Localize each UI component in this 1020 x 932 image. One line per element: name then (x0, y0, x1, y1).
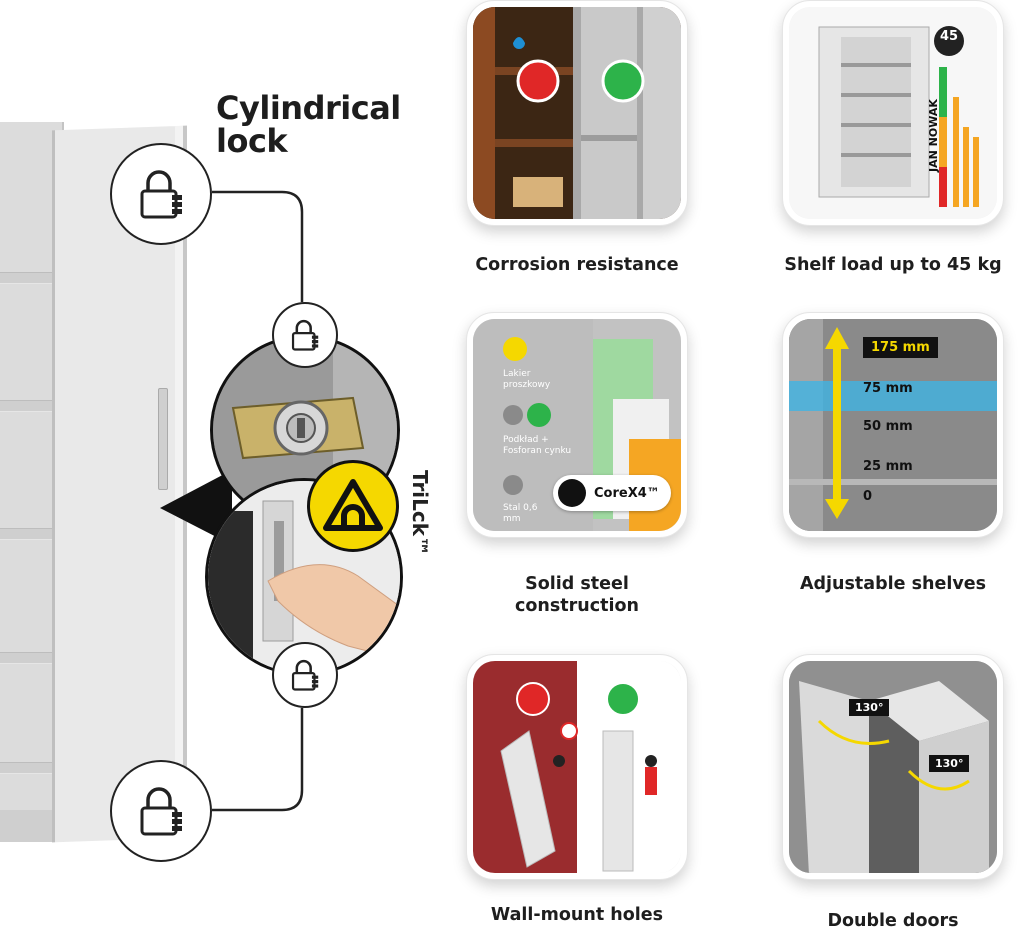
layer-steel-label: Stal 0,6 mm (503, 503, 538, 524)
feature-caption: Wall-mount holes (490, 905, 664, 925)
brand-vertical: JAN NOWAK (927, 99, 940, 172)
padlock-icon (272, 642, 338, 708)
shelf-height-top-label: 175 mm (863, 337, 938, 358)
load-badge-value: 45 (939, 29, 959, 44)
shelf-mark: 50 mm (863, 419, 913, 434)
shelf-load-tile: 45 JAN NOWAK (782, 0, 1004, 226)
shelf-mark: 25 mm (863, 459, 913, 474)
corrosion-resistance-tile (466, 0, 688, 226)
feature-caption: Double doors (827, 911, 959, 931)
double-doors-tile: 130° 130° (782, 654, 1004, 880)
shelf-mark: 0 (863, 489, 873, 504)
feature-caption: Shelf load up to 45 kg (784, 255, 1002, 275)
padlock-icon (272, 302, 338, 368)
door-angle-left: 130° (849, 699, 890, 716)
trilock-label: TriLck™ (408, 470, 432, 557)
cabinet-shelf (0, 652, 56, 664)
padlock-icon (110, 760, 212, 862)
cylindrical-lock-title: Cylindrical lock (216, 89, 401, 160)
cabinet-shelf (0, 272, 56, 284)
layer-primer-label: Podkład + Fosforan cynku (503, 435, 572, 456)
adjustable-shelves-tile: 175 mm 75 mm 50 mm 25 mm 0 (782, 312, 1004, 538)
feature-caption: Corrosion resistance (475, 255, 679, 275)
door-angle-right: 130° (929, 755, 970, 772)
feature-caption: Adjustable shelves (799, 574, 987, 594)
corex4-label: CoreX4™ (594, 485, 660, 501)
feature-caption: Solid steel construction (515, 574, 639, 616)
padlock-icon (110, 143, 212, 245)
cabinet-handle (158, 388, 168, 490)
cabinet-plinth (0, 810, 52, 842)
cabinet-shelf (0, 400, 56, 412)
cabinet-shelf (0, 762, 56, 774)
shelf-mark: 75 mm (863, 381, 913, 396)
corex4-icon (558, 479, 586, 507)
wall-mount-tile (466, 654, 688, 880)
cabinet-shelf (0, 528, 56, 540)
solid-steel-tile: Lakier proszkowy Podkład + Fosforan cynk… (466, 312, 688, 538)
corex4-badge: CoreX4™ (553, 475, 671, 511)
layer-paint-label: Lakier proszkowy (503, 369, 551, 390)
trilock-logo-icon (307, 460, 399, 552)
